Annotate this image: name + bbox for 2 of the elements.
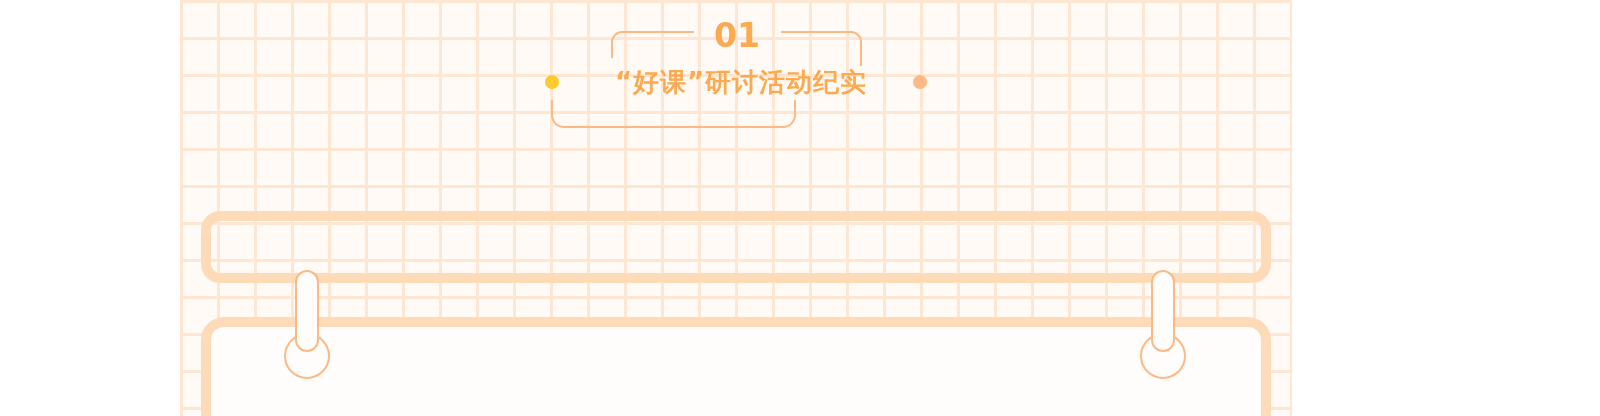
section-number: 01 [713,16,761,56]
title: “好课”研讨活动纪实 [613,66,869,99]
